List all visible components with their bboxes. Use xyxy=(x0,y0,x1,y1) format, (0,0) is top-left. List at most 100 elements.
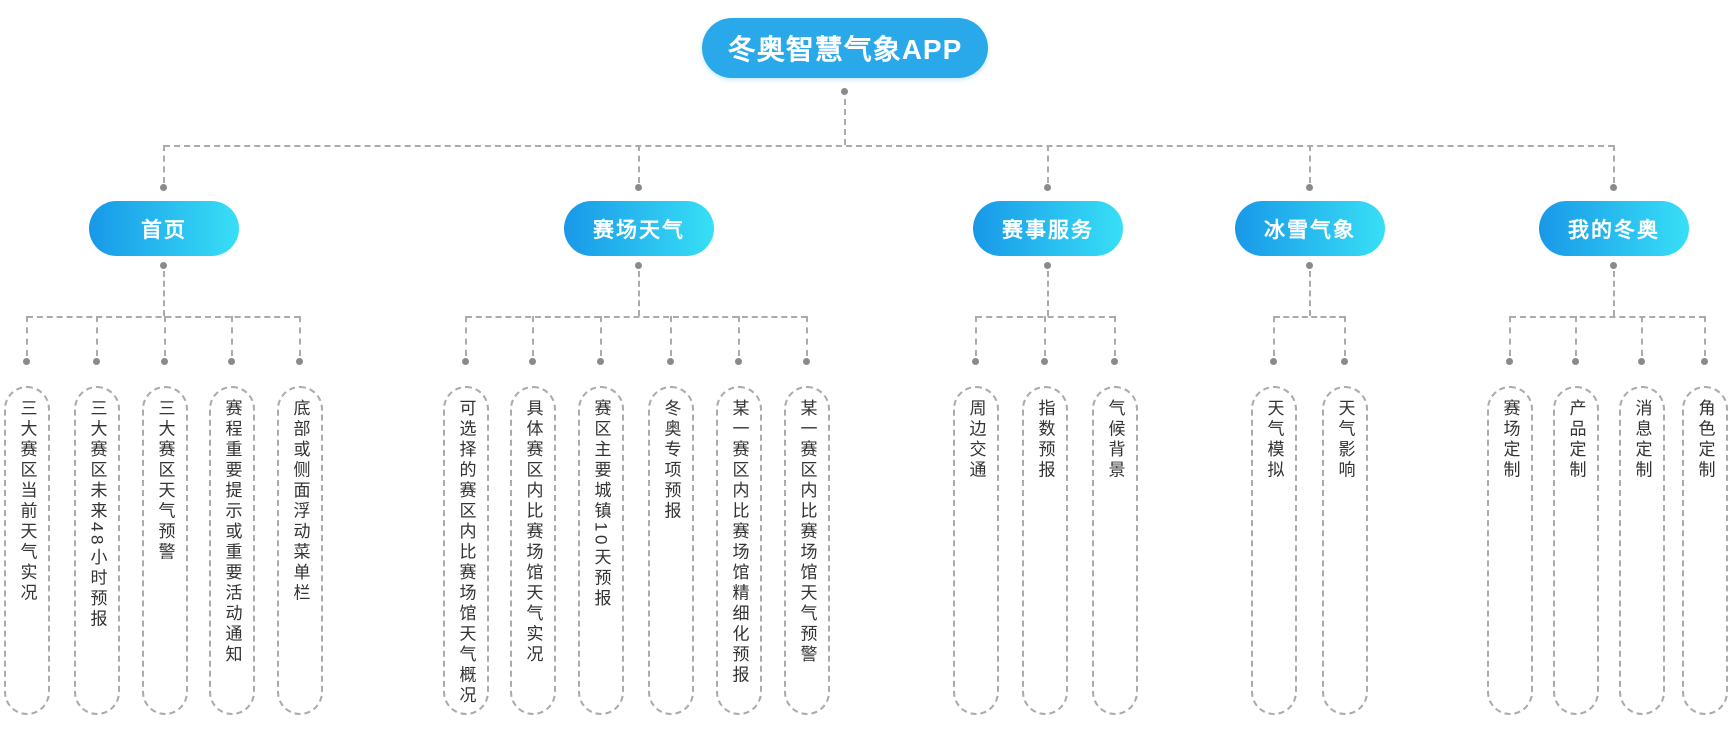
connector-dot xyxy=(529,358,536,365)
connector-line xyxy=(1704,316,1706,356)
leaf-label: 赛程重要提示或重要活动通知 xyxy=(222,399,242,666)
connector-dot xyxy=(1506,358,1513,365)
leaf-label: 天气模拟 xyxy=(1264,399,1284,481)
connector-line xyxy=(806,316,808,356)
connector-line xyxy=(1273,316,1275,356)
leaf-label: 三大赛区当前天气实况 xyxy=(17,399,37,604)
connector-line xyxy=(1114,316,1116,356)
connector-line xyxy=(738,316,740,356)
branch-label: 我的冬奥 xyxy=(1568,218,1660,242)
leaf-label: 赛场定制 xyxy=(1500,399,1520,481)
leaf-label: 某一赛区内比赛场馆精细化预报 xyxy=(729,399,749,686)
leaf-label: 某一赛区内比赛场馆天气预警 xyxy=(797,399,817,666)
leaf-label: 产品定制 xyxy=(1566,399,1586,481)
leaf-node[interactable]: 三大赛区天气预警 xyxy=(142,386,188,715)
root-label: 冬奥智慧气象APP xyxy=(727,34,963,65)
leaf-node[interactable]: 三大赛区未来48小时预报 xyxy=(74,386,120,715)
connector-dot xyxy=(160,184,167,191)
connector-dot xyxy=(597,358,604,365)
connector-dot xyxy=(803,358,810,365)
leaf-node[interactable]: 赛区主要城镇10天预报 xyxy=(578,386,624,715)
leaf-label: 赛区主要城镇10天预报 xyxy=(591,399,611,610)
connector-line xyxy=(1613,145,1615,183)
branch-node-home[interactable]: 首页 xyxy=(89,201,239,256)
connector-dot xyxy=(1638,358,1645,365)
leaf-node[interactable]: 指数预报 xyxy=(1022,386,1068,715)
leaf-node[interactable]: 天气影响 xyxy=(1322,386,1368,715)
leaf-node[interactable]: 天气模拟 xyxy=(1251,386,1297,715)
connector-line xyxy=(638,145,640,183)
connector-line xyxy=(1309,145,1311,183)
branch-label: 首页 xyxy=(141,218,187,242)
connector-line xyxy=(1641,316,1643,356)
connector-dot xyxy=(296,358,303,365)
connector-dot xyxy=(635,184,642,191)
root-node[interactable]: 冬奥智慧气象APP xyxy=(702,18,988,78)
connector-dot xyxy=(1306,184,1313,191)
leaf-node[interactable]: 可选择的赛区内比赛场馆天气概况 xyxy=(443,386,489,715)
connector-line xyxy=(1575,316,1577,356)
branch-node-my-olympics[interactable]: 我的冬奥 xyxy=(1539,201,1689,256)
connector-line xyxy=(600,316,602,356)
leaf-node[interactable]: 冬奥专项预报 xyxy=(648,386,694,715)
leaf-label: 天气影响 xyxy=(1335,399,1355,481)
connector-line xyxy=(26,316,28,356)
connector-line xyxy=(96,316,98,356)
connector-line xyxy=(163,271,165,316)
connector-dot xyxy=(160,262,167,269)
leaf-label: 三大赛区未来48小时预报 xyxy=(87,399,107,630)
connector-dot xyxy=(1306,262,1313,269)
connector-dot xyxy=(93,358,100,365)
connector-dot xyxy=(1610,262,1617,269)
leaf-label: 气候背景 xyxy=(1105,399,1125,481)
connector-dot xyxy=(1572,358,1579,365)
leaf-node[interactable]: 具体赛区内比赛场馆天气实况 xyxy=(510,386,556,715)
connector-dot xyxy=(841,88,848,95)
leaf-node[interactable]: 角色定制 xyxy=(1682,386,1728,715)
connector-dot xyxy=(1044,184,1051,191)
leaf-node[interactable]: 某一赛区内比赛场馆天气预警 xyxy=(784,386,830,715)
leaf-node[interactable]: 底部或侧面浮动菜单栏 xyxy=(277,386,323,715)
connector-line xyxy=(27,316,300,318)
connector-line xyxy=(164,145,1614,147)
leaf-label: 周边交通 xyxy=(966,399,986,481)
connector-line xyxy=(975,316,977,356)
leaf-node[interactable]: 赛场定制 xyxy=(1487,386,1533,715)
connector-dot xyxy=(972,358,979,365)
connector-dot xyxy=(23,358,30,365)
leaf-node[interactable]: 消息定制 xyxy=(1619,386,1665,715)
connector-line xyxy=(670,316,672,356)
leaf-label: 具体赛区内比赛场馆天气实况 xyxy=(523,399,543,666)
connector-line xyxy=(1309,271,1311,316)
leaf-label: 可选择的赛区内比赛场馆天气概况 xyxy=(456,399,476,707)
leaf-node[interactable]: 三大赛区当前天气实况 xyxy=(4,386,50,715)
connector-dot xyxy=(1610,184,1617,191)
connector-line xyxy=(1047,145,1049,183)
connector-dot xyxy=(1111,358,1118,365)
connector-line xyxy=(163,145,165,183)
leaf-node[interactable]: 产品定制 xyxy=(1553,386,1599,715)
connector-line xyxy=(1509,316,1511,356)
connector-line xyxy=(465,316,467,356)
branch-node-snow-ice-weather[interactable]: 冰雪气象 xyxy=(1235,201,1385,256)
connector-dot xyxy=(1044,262,1051,269)
leaf-label: 指数预报 xyxy=(1035,399,1055,481)
connector-dot xyxy=(1341,358,1348,365)
connector-line xyxy=(164,316,166,356)
branch-node-event-services[interactable]: 赛事服务 xyxy=(973,201,1123,256)
branch-label: 赛场天气 xyxy=(593,218,685,242)
connector-line xyxy=(1613,271,1615,316)
leaf-node[interactable]: 周边交通 xyxy=(953,386,999,715)
leaf-node[interactable]: 气候背景 xyxy=(1092,386,1138,715)
connector-line xyxy=(466,316,807,318)
connector-line xyxy=(1044,316,1046,356)
leaf-label: 消息定制 xyxy=(1632,399,1652,481)
leaf-node[interactable]: 赛程重要提示或重要活动通知 xyxy=(209,386,255,715)
leaf-node[interactable]: 某一赛区内比赛场馆精细化预报 xyxy=(716,386,762,715)
branch-node-venue-weather[interactable]: 赛场天气 xyxy=(564,201,714,256)
connector-line xyxy=(231,316,233,356)
connector-dot xyxy=(462,358,469,365)
connector-line xyxy=(1047,271,1049,316)
leaf-label: 底部或侧面浮动菜单栏 xyxy=(290,399,310,604)
